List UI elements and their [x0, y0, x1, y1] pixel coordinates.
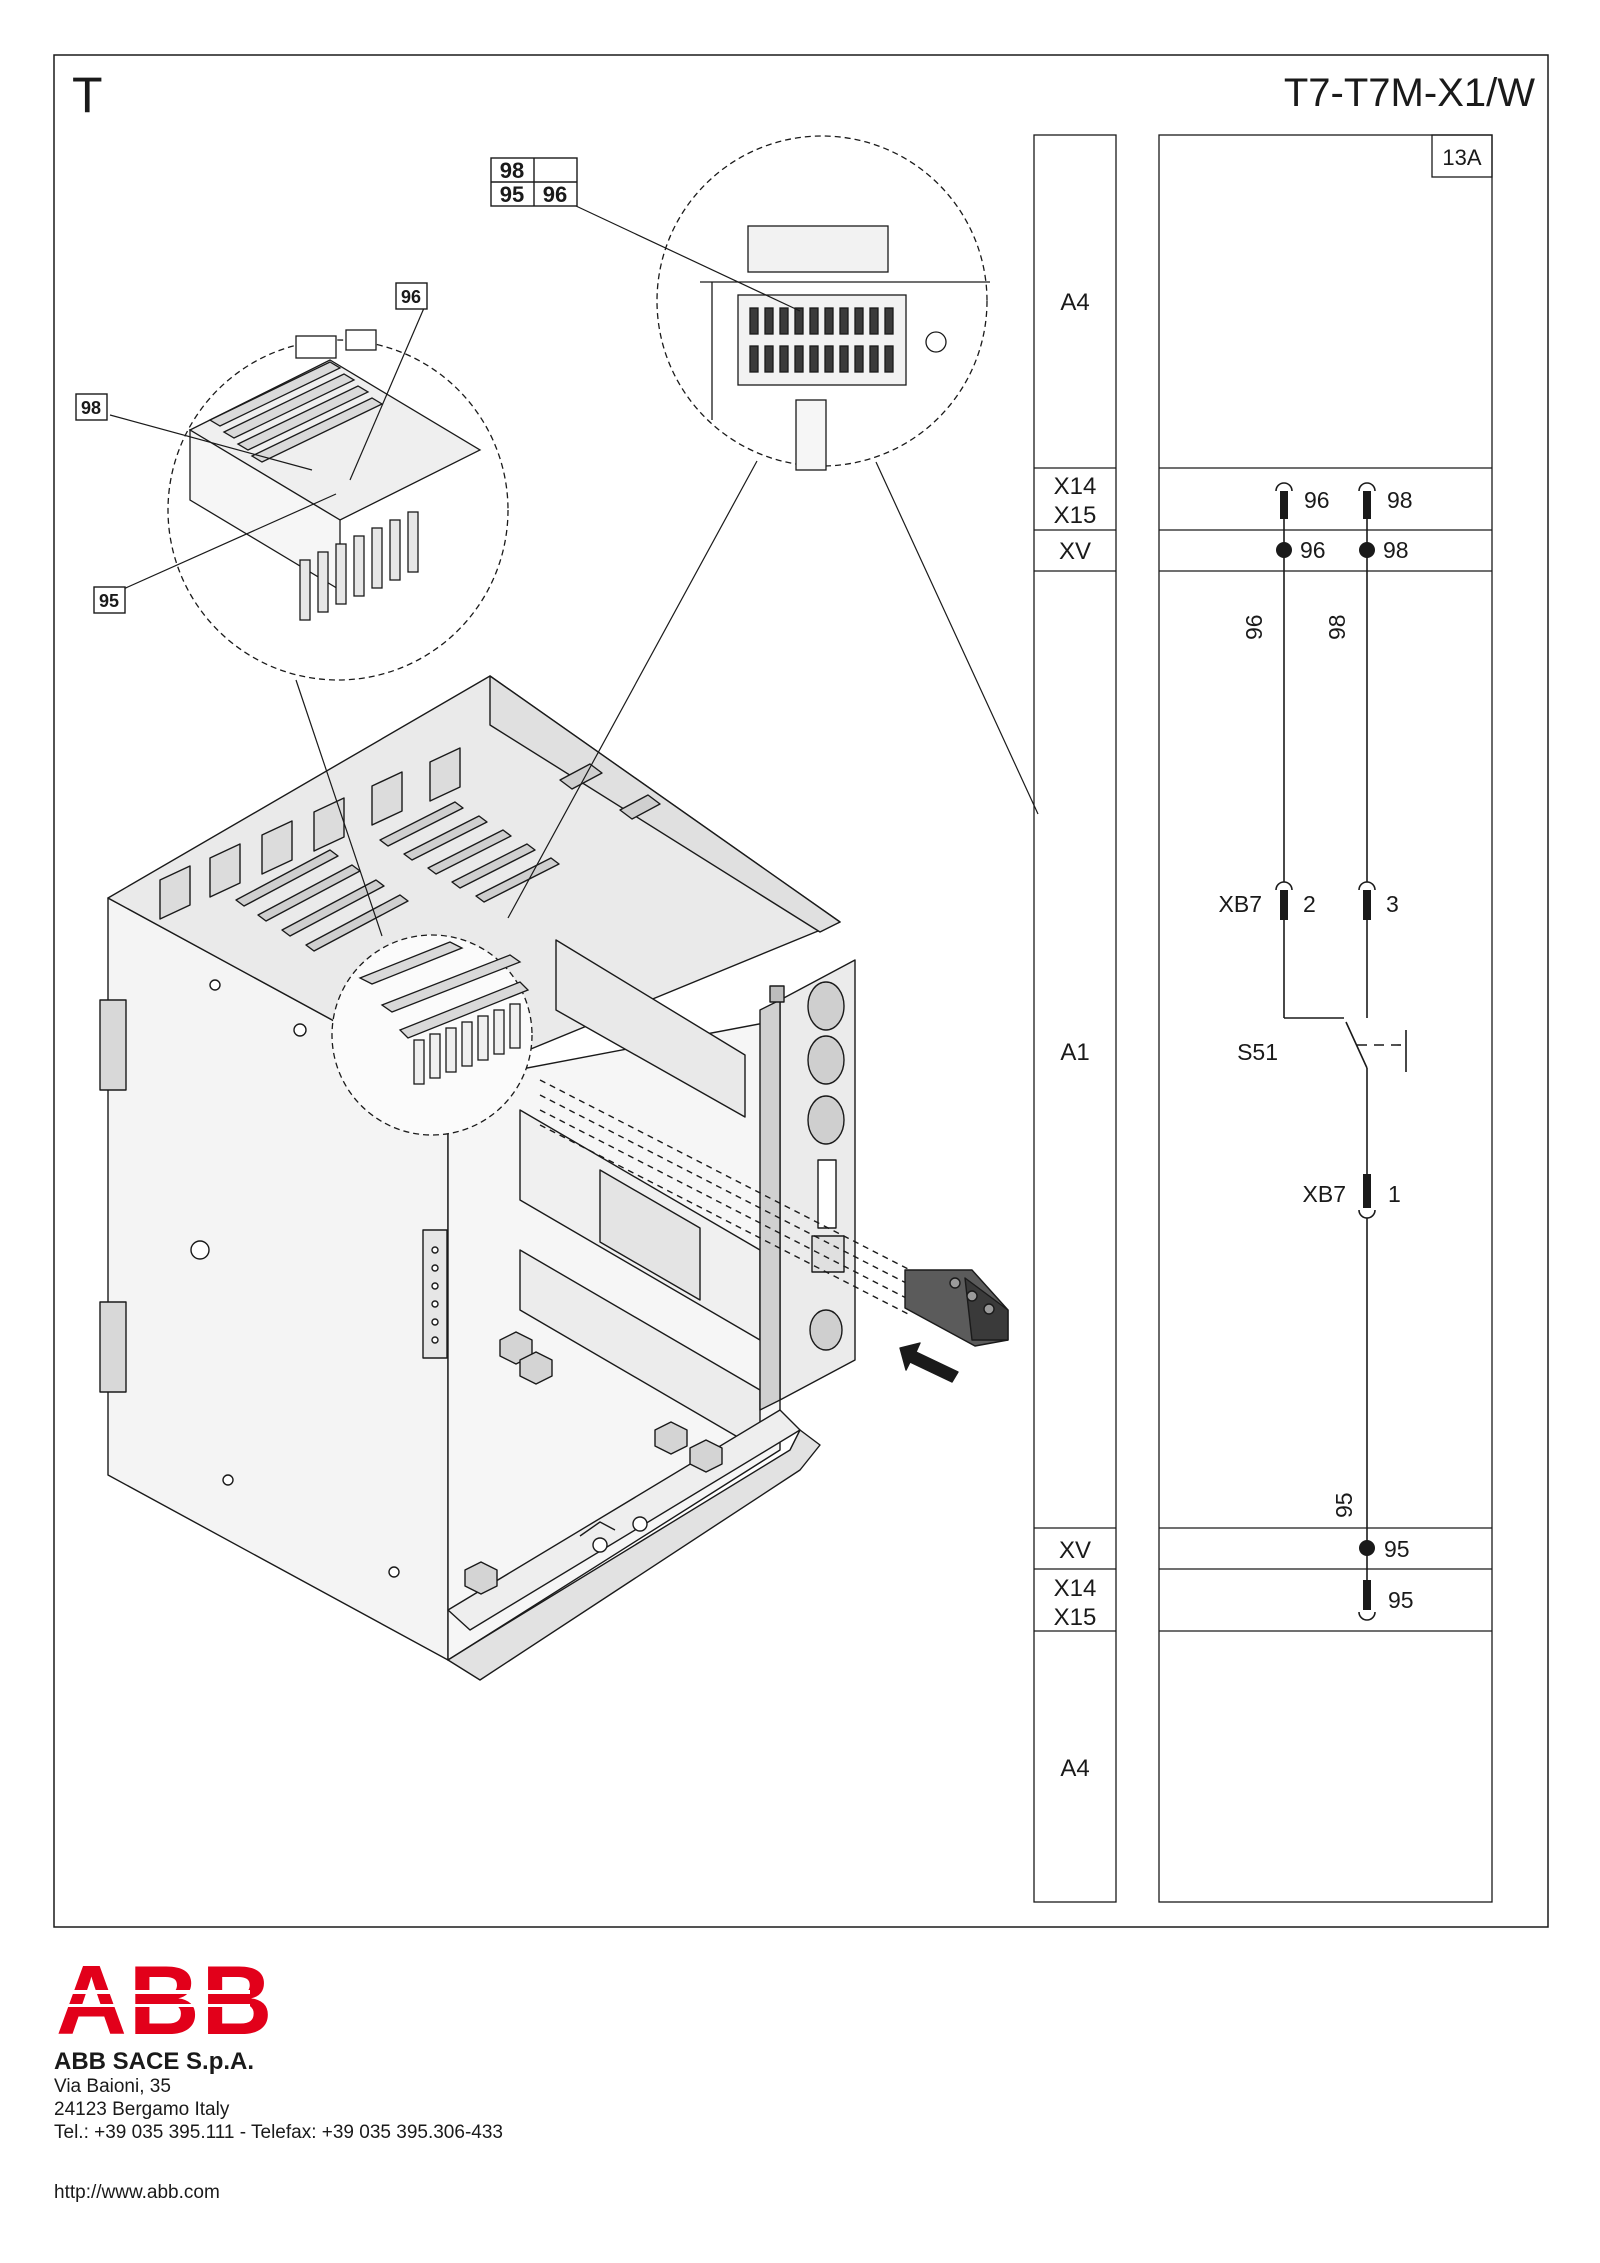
schematic-column — [1158, 134, 1493, 1903]
callout-leaders — [109, 205, 801, 596]
label-xb7-bottom: XB7 — [1303, 1181, 1346, 1207]
terminal-dot-95 — [1359, 1540, 1375, 1556]
footer: ABB SACE S.p.A. Via Baioni, 35 24123 Ber… — [54, 1945, 754, 2204]
zone-x15-top: X15 — [1054, 502, 1097, 529]
breaker-cradle-illustration — [99, 675, 1009, 1681]
address-line-1: Via Baioni, 35 — [54, 2076, 171, 2097]
address-line-2: 24123 Bergamo Italy — [54, 2099, 230, 2120]
label-switch-s51: S51 — [1237, 1039, 1278, 1065]
label-xb7-pin3: 3 — [1386, 891, 1399, 917]
sheet-code: T7-T7M-X1/W — [1284, 71, 1535, 115]
label-xv-95: 95 — [1384, 1536, 1410, 1562]
connector-98-top — [1358, 482, 1376, 519]
leader-lines — [295, 460, 1039, 937]
svg-text:95: 95 — [500, 182, 524, 207]
schematic-wires — [1283, 519, 1407, 1594]
label-wire-98: 98 — [1324, 614, 1350, 640]
connector-95-bottom — [1358, 1580, 1376, 1621]
label-wire-96: 96 — [1241, 614, 1267, 640]
svg-text:ABB: ABB — [56, 1945, 274, 2055]
company-name: ABB SACE S.p.A. — [54, 2048, 255, 2075]
zone-xv-top: XV — [1059, 538, 1091, 565]
terminal-dot-96 — [1276, 542, 1292, 558]
svg-text:96: 96 — [543, 182, 567, 207]
callout-95: 95 — [93, 586, 126, 614]
label-wire-95: 95 — [1331, 1492, 1357, 1518]
phone-fax: Tel.: +39 035 395.111 - Telefax: +39 035… — [54, 2122, 503, 2143]
detail-circle-low — [331, 934, 533, 1136]
magnified-view-left — [167, 329, 509, 681]
zone-x14-bottom: X14 — [1054, 1575, 1097, 1602]
connector-96-top — [1275, 482, 1293, 519]
website-link[interactable]: http://www.abb.com — [54, 2182, 220, 2203]
zone-x14-top: X14 — [1054, 473, 1097, 500]
zone-x15-bottom: X15 — [1054, 1604, 1097, 1631]
connector-xb7-3 — [1358, 881, 1376, 920]
svg-text:98: 98 — [500, 158, 524, 183]
sheet-frame — [53, 54, 1549, 1928]
zone-a4-bottom: A4 — [1060, 1755, 1089, 1782]
connector-xb7-2 — [1275, 881, 1293, 920]
label-conn-96: 96 — [1304, 487, 1330, 513]
label-xb7-top: XB7 — [1219, 891, 1262, 917]
svg-text:98: 98 — [81, 398, 101, 418]
svg-text:95: 95 — [99, 591, 119, 611]
zone-a4-top: A4 — [1060, 289, 1089, 316]
label-xb7-pin1: 1 — [1388, 1181, 1401, 1207]
section-letter: T — [72, 67, 103, 123]
zone-column — [1033, 134, 1117, 1903]
zone-xv-bottom: XV — [1059, 1537, 1091, 1564]
svg-text:96: 96 — [401, 287, 421, 307]
connector-xb7-1 — [1358, 1174, 1376, 1219]
callout-96: 96 — [395, 282, 428, 310]
label-xv-98: 98 — [1383, 537, 1409, 563]
insert-arrow-icon — [899, 1342, 959, 1383]
terminal-dot-98 — [1359, 542, 1375, 558]
diagram-ref: 13A — [1442, 145, 1481, 170]
magnified-view-right — [656, 135, 990, 471]
label-conn-95: 95 — [1388, 1587, 1414, 1613]
abb-logo: ABB — [52, 1945, 274, 2055]
label-xv-96: 96 — [1300, 537, 1326, 563]
zone-a1: A1 — [1060, 1039, 1089, 1066]
terminal-table: 98 95 96 — [490, 157, 578, 207]
label-xb7-pin2: 2 — [1303, 891, 1316, 917]
callout-98: 98 — [75, 393, 108, 421]
label-conn-98: 98 — [1387, 487, 1413, 513]
